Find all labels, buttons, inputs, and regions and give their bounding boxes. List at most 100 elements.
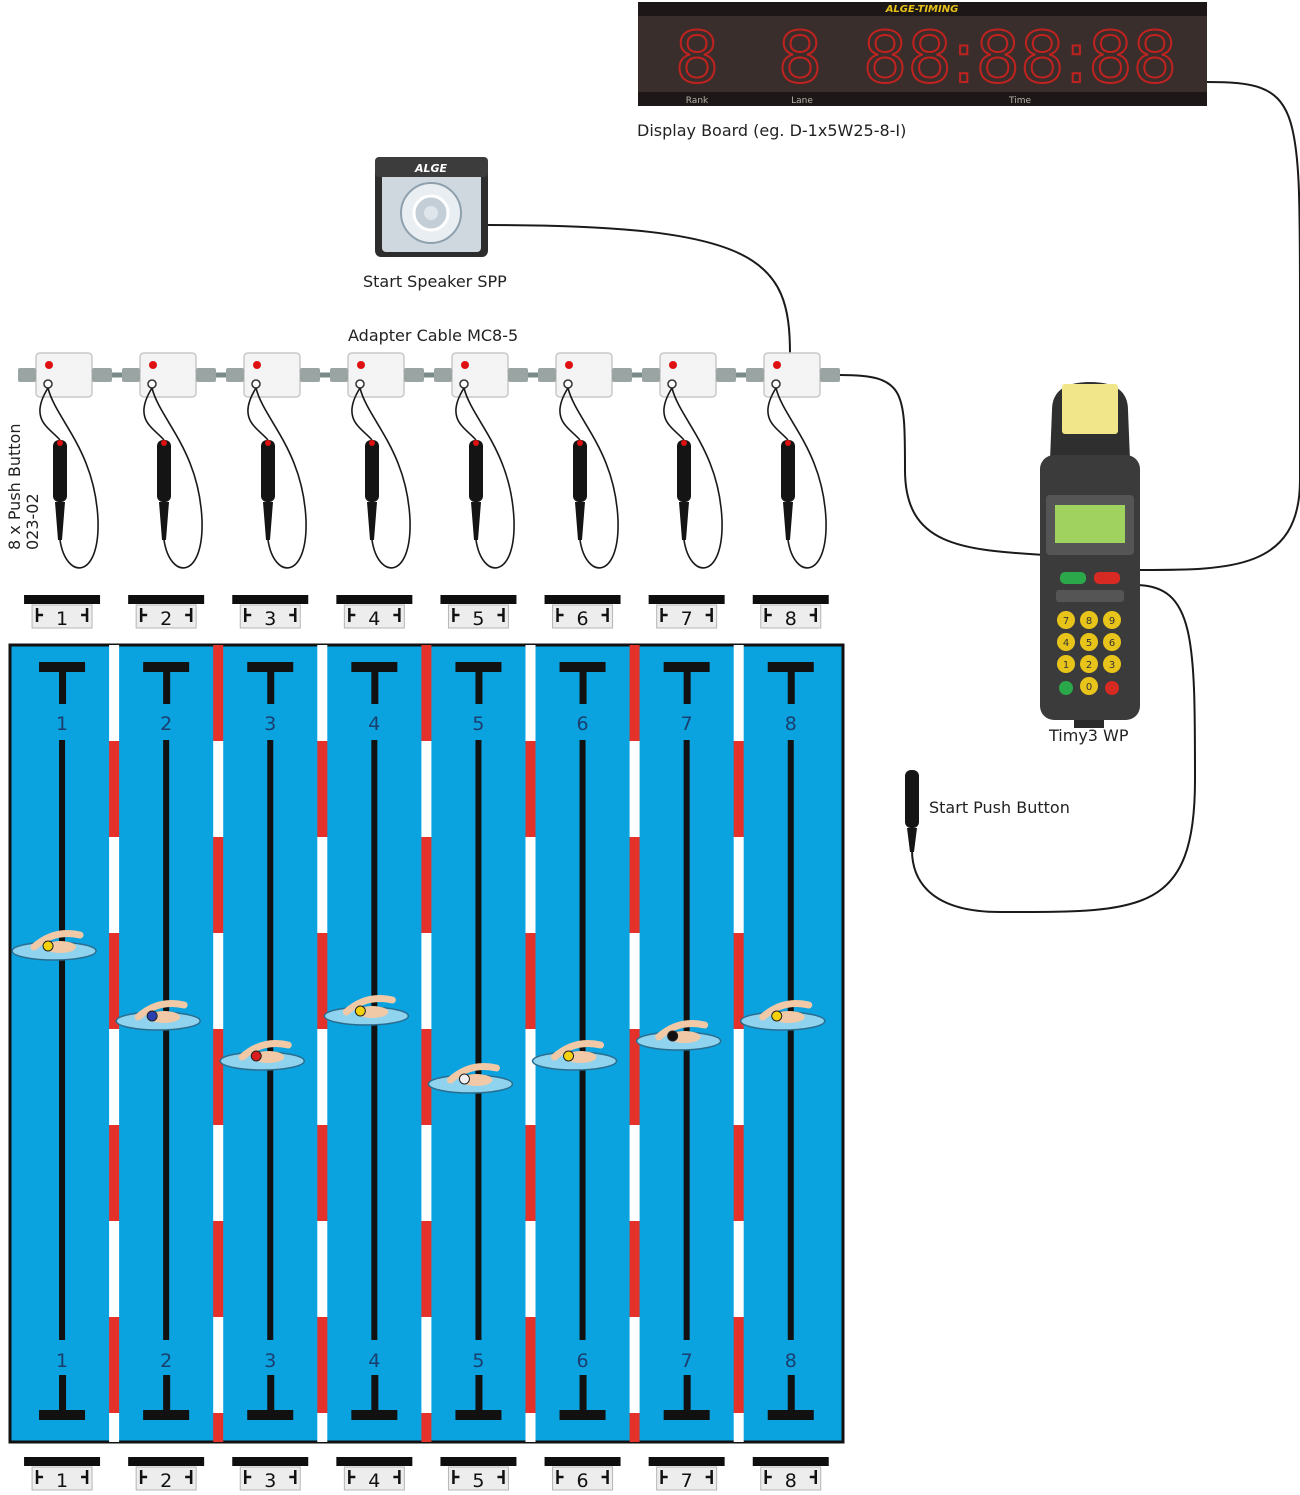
push-button-led <box>681 440 687 446</box>
lane-push-button-3 <box>247 387 307 569</box>
lane-line-4: 44 <box>351 662 398 1420</box>
lane-line-8: 88 <box>767 662 814 1420</box>
adapter-box-5 <box>434 352 528 398</box>
rope-segment <box>213 933 224 1029</box>
lane-push-button-6 <box>559 387 619 569</box>
rope-segment <box>525 1125 536 1221</box>
lane-number-top: 4 <box>368 713 380 735</box>
lane-push-button-1 <box>39 387 99 569</box>
push-button-tip <box>575 502 585 540</box>
rope-segment <box>317 1317 328 1413</box>
lane-push-buttons <box>39 387 827 569</box>
push-button-tip <box>471 502 481 540</box>
display-board-label: Display Board (eg. D-1x5W25-8-I) <box>637 121 907 140</box>
rope-segment <box>629 1221 640 1317</box>
starting-block-bottom-4: 4 <box>336 1457 413 1492</box>
push-button-cable <box>767 387 827 569</box>
push-button-cable <box>559 387 619 569</box>
adapter-cable-chain <box>18 352 840 398</box>
lane-number-top: 3 <box>264 713 276 735</box>
rope-segment <box>109 741 120 837</box>
rope-segment <box>733 645 744 741</box>
display-caption-lane: Lane <box>791 96 813 106</box>
adapter-connector <box>92 368 112 382</box>
block-bar <box>336 1457 413 1466</box>
block-number: 3 <box>264 608 276 630</box>
rope-segment <box>733 1125 744 1221</box>
keypad-key-4 <box>1057 633 1075 651</box>
rope-segment <box>733 837 744 933</box>
rope-segment <box>525 1221 536 1317</box>
block-base <box>31 604 93 629</box>
adapter-connector <box>18 368 36 382</box>
swimmer-arm <box>759 1000 813 1021</box>
rope-segment <box>109 1029 120 1125</box>
block-base <box>31 1466 93 1491</box>
lane-t-stem <box>579 1375 587 1415</box>
adapter-led <box>357 361 365 369</box>
block-bar <box>440 1457 517 1466</box>
adapter-socket <box>43 379 53 389</box>
push-button-tip <box>679 502 689 540</box>
rope-segment <box>733 1413 744 1442</box>
swimmer-arm <box>551 1040 605 1061</box>
block-base <box>343 1466 405 1491</box>
lane-t-stem <box>475 1375 483 1415</box>
rope-segment <box>421 1413 432 1442</box>
swimmer-cap <box>250 1050 262 1062</box>
rope-segment <box>525 741 536 837</box>
keypad-key-1 <box>1057 655 1075 673</box>
starting-block-top-5: 5 <box>440 595 517 630</box>
block-bar <box>232 1457 309 1466</box>
push-button-led <box>57 440 63 446</box>
swimmer-arm <box>342 995 396 1016</box>
start-speaker-label: Start Speaker SPP <box>363 272 507 291</box>
lane-t-bottom <box>39 1410 86 1420</box>
block-bar <box>440 595 517 604</box>
adapter-socket <box>251 379 261 389</box>
lane-number-top: 5 <box>472 713 484 735</box>
rope-segment <box>317 1413 328 1442</box>
adapter-box-2 <box>122 352 216 398</box>
push-button-tip <box>367 502 377 540</box>
display-lane-digit: 8 <box>778 17 823 99</box>
push-button-handle <box>469 440 483 502</box>
adapter-led <box>149 361 157 369</box>
block-handles <box>35 608 89 622</box>
starting-block-bottom-2: 2 <box>128 1457 205 1492</box>
adapter-box <box>139 352 197 398</box>
adapter-led <box>45 361 53 369</box>
block-handles <box>35 1470 89 1484</box>
swimmer-arm <box>238 1040 292 1061</box>
block-handles <box>764 608 817 622</box>
swimmer-lane-6 <box>531 1040 618 1071</box>
rope-segment <box>109 1221 120 1317</box>
rope-segment <box>213 1413 224 1442</box>
display-rank-digit: 8 <box>675 17 720 99</box>
adapter-connector <box>300 368 320 382</box>
push-button-led <box>785 440 791 446</box>
push-button-led <box>369 440 375 446</box>
adapter-socket <box>771 379 781 389</box>
rope-segment <box>421 1221 432 1317</box>
push-button-tip <box>55 502 65 540</box>
push-button-label: 8 x Push Button 023-02 <box>5 424 42 550</box>
lane-t-stem <box>59 662 67 704</box>
swimmer-arm <box>655 1020 709 1041</box>
block-base <box>135 604 197 629</box>
block-base <box>343 604 405 629</box>
rope-segment <box>109 1413 120 1442</box>
starting-block-bottom-3: 3 <box>232 1457 309 1492</box>
rope-segment <box>733 933 744 1029</box>
lane-number-top: 6 <box>577 713 589 735</box>
lane-line <box>59 740 66 1340</box>
keypad-key-6 <box>1103 633 1121 651</box>
rope-segment <box>629 933 640 1029</box>
keypad-key-label: 5 <box>1086 638 1092 649</box>
swimmer-arm <box>134 1000 188 1021</box>
adapter-socket <box>563 379 573 389</box>
display-brand: ALGE-TIMING <box>885 4 959 15</box>
